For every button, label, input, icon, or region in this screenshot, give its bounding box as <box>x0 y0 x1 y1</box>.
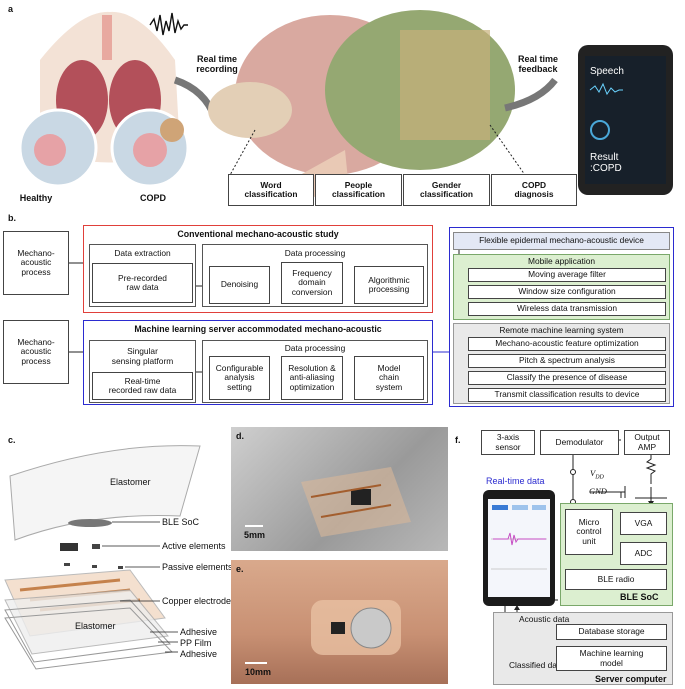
scale-bar-d <box>245 525 263 527</box>
layer-passive: Passive elements <box>162 562 233 572</box>
adc-box: ADC <box>620 542 667 565</box>
mobile-item-3: Wireless data transmission <box>468 302 666 316</box>
panel-f-letter: f. <box>455 435 461 445</box>
ml-title: Machine learning server accommodated mec… <box>134 324 382 334</box>
remote-item-2: Pitch & spectrum analysis <box>468 354 666 368</box>
panel-b-letter: b. <box>8 213 16 223</box>
panel-d-photo <box>231 427 448 551</box>
realtime-data-label: Real-time data <box>486 476 545 486</box>
mobile-item-2: Window size configuration <box>468 285 666 299</box>
healthy-label: Healthy <box>19 193 53 203</box>
remote-item-1: Mechano-acoustic feature optimization <box>468 337 666 351</box>
phone-result-label: Result:COPD <box>590 152 622 174</box>
ml-server-frame <box>83 320 433 405</box>
mobile-title: Mobile application <box>527 256 596 266</box>
panel-a-illustration <box>18 10 673 200</box>
mobile-item-1: Moving average filter <box>468 268 666 282</box>
acoustic-data-label: Acoustic data <box>519 614 570 624</box>
remote-item-3: Classify the presence of disease <box>468 371 666 385</box>
layer-active: Active elements <box>162 541 226 551</box>
panel-c-exploded-view <box>4 445 201 670</box>
phone-device <box>483 490 555 606</box>
denoising-box: Denoising <box>209 266 270 304</box>
classified-data-label: Classified data <box>509 660 564 670</box>
device-title-box: Flexible epidermal mechano-acoustic devi… <box>453 232 670 250</box>
demodulator-box: Demodulator <box>540 430 619 455</box>
data-extraction-label: Data extraction <box>114 248 171 258</box>
copd-label: COPD <box>139 193 166 203</box>
db-storage-box: Database storage <box>556 624 667 640</box>
data-processing-label-1: Data processing <box>284 248 346 258</box>
layer-elastomer-bottom: Elastomer <box>75 621 116 631</box>
vdd-label: VDD <box>590 468 604 481</box>
ble-soc-label: BLE SoC <box>620 592 659 602</box>
conventional-study-frame <box>83 225 433 313</box>
layer-adhesive-2: Adhesive <box>180 649 218 659</box>
data-processing-label-2: Data processing <box>284 343 346 353</box>
panel-c-letter: c. <box>8 435 16 445</box>
device-frame <box>449 227 674 407</box>
panel-d-letter: d. <box>236 431 244 441</box>
remote-title: Remote machine learning system <box>499 325 624 335</box>
layer-pp-film: PP Film <box>180 638 212 648</box>
layer-elastomer-top: Elastomer <box>110 477 151 487</box>
scale-label-e: 10mm <box>245 667 272 677</box>
vga-box: VGA <box>620 512 667 535</box>
scale-bar-e <box>245 662 267 664</box>
server-label: Server computer <box>595 674 667 684</box>
layer-copper: Copper electrode <box>162 596 232 606</box>
layer-adhesive-1: Adhesive <box>180 627 218 637</box>
panel-e-photo <box>231 560 448 684</box>
gnd-label: GND <box>589 486 607 496</box>
panel-e-letter: e. <box>236 564 244 574</box>
ble-radio-box: BLE radio <box>565 569 667 590</box>
scale-label-d: 5mm <box>244 530 266 540</box>
panel-a-letter: a <box>8 4 14 14</box>
phone-screen <box>488 499 550 597</box>
layer-ble-soc: BLE SoC <box>162 517 200 527</box>
conventional-title: Conventional mechano-acoustic study <box>177 229 339 239</box>
remote-item-4: Transmit classification results to devic… <box>468 388 666 402</box>
phone-speech-label: Speech <box>590 66 624 77</box>
